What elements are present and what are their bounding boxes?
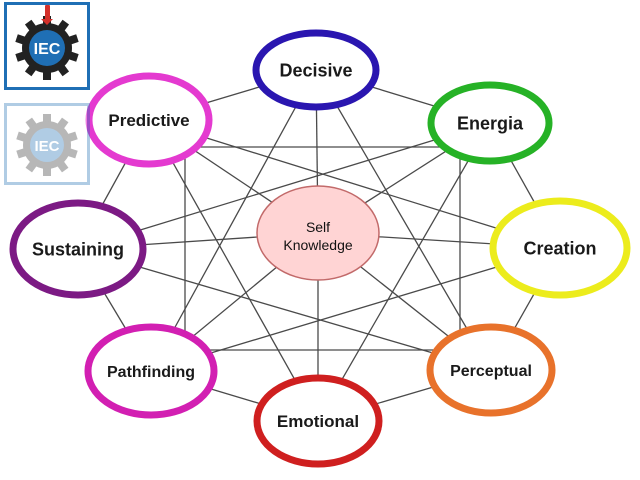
node-energia: Energia (427, 81, 553, 165)
logo-text: IEC (34, 41, 61, 58)
gear-tooth (25, 117, 38, 130)
star-chord (150, 69, 317, 372)
node-ring (85, 72, 213, 168)
node-ring (252, 29, 380, 111)
node-ring (9, 199, 147, 299)
node-emotional: Emotional (253, 374, 383, 468)
center-label-line1: Self (306, 219, 330, 235)
node-pathfinding: Pathfinding (84, 323, 218, 419)
iec-logo-faded: IEC (4, 103, 90, 185)
star-chord (77, 122, 491, 250)
center-node: Self Knowledge (256, 185, 380, 281)
logo-faded-text: IEC (34, 138, 59, 155)
star-chord (148, 119, 319, 422)
node-predictive: Predictive (85, 72, 213, 168)
gear-tooth (43, 114, 51, 123)
node-ring (84, 323, 218, 419)
center-label-line2: Knowledge (283, 237, 352, 253)
node-ring (489, 197, 631, 299)
gear-tooth (66, 131, 78, 143)
gear-icon: IEC (15, 16, 79, 80)
node-sustaining: Sustaining (9, 199, 147, 299)
gear-tooth (56, 117, 69, 130)
star-chord (315, 69, 492, 371)
gear-icon: IEC (16, 114, 78, 176)
gear-tooth (66, 147, 78, 159)
node-label: Sustaining (32, 239, 124, 259)
node-decisive: Decisive (252, 29, 380, 111)
star-chord (317, 122, 491, 422)
gear-tooth (56, 160, 69, 173)
node-label: Predictive (108, 111, 189, 130)
node-label: Perceptual (450, 363, 532, 380)
star-chord (148, 119, 561, 249)
gear-tooth (43, 167, 51, 176)
node-label: Energia (457, 113, 524, 133)
center-ellipse (256, 185, 380, 281)
logo-marker-icon (41, 5, 53, 25)
node-label: Emotional (277, 412, 359, 431)
node-ring (253, 374, 383, 468)
node-label: Pathfinding (107, 364, 195, 381)
gear-tooth (16, 147, 28, 159)
trait-nodes: DecisiveEnergiaCreationPerceptualEmotion… (9, 29, 631, 468)
node-label: Decisive (279, 60, 352, 80)
gear-tooth (43, 71, 51, 80)
node-label: Creation (523, 238, 596, 258)
node-ring (427, 81, 553, 165)
iec-logo: IEC (4, 2, 90, 90)
node-ring (426, 323, 556, 417)
gear-tooth (25, 160, 38, 173)
node-creation: Creation (489, 197, 631, 299)
node-perceptual: Perceptual (426, 323, 556, 417)
gear-tooth (16, 131, 28, 143)
